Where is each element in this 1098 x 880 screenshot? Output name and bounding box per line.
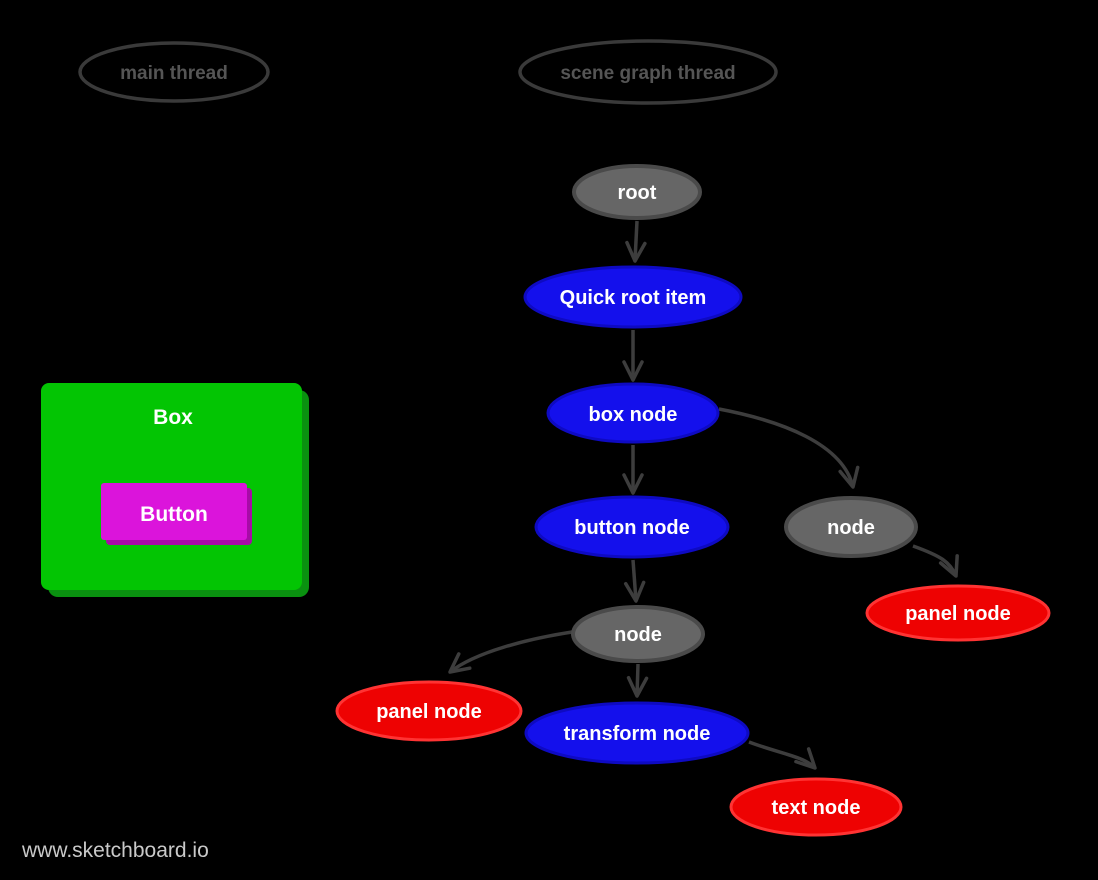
- box-group[interactable]: Box Button: [41, 383, 309, 597]
- node-right-shape[interactable]: [784, 496, 918, 558]
- node-quick-root-item[interactable]: Quick root item: [523, 265, 743, 329]
- button-rect[interactable]: [101, 483, 247, 540]
- node-root-label: root: [618, 182, 657, 204]
- node-right-label: node: [827, 517, 875, 539]
- button-label: Button: [140, 503, 208, 526]
- edge-nodecenter-panelleft[interactable]: [448, 630, 573, 674]
- thread-main-ellipse[interactable]: [78, 41, 270, 103]
- watermark: www.sketchboard.io: [21, 839, 209, 862]
- node-right[interactable]: node: [784, 496, 918, 558]
- node-box-node-label: box node: [589, 404, 678, 426]
- node-center-label: node: [614, 624, 662, 646]
- node-root[interactable]: root: [572, 164, 702, 220]
- edge-noderight-panelright[interactable]: [912, 544, 959, 578]
- node-button-node[interactable]: button node: [534, 495, 730, 559]
- node-box-node-shape[interactable]: [546, 382, 720, 444]
- node-panel-right-label: panel node: [905, 603, 1011, 625]
- edge-boxnode-noderight[interactable]: [718, 407, 860, 489]
- edge-nodecenter-transform[interactable]: [626, 663, 649, 698]
- node-button-node-shape[interactable]: [534, 495, 730, 559]
- thread-scene-graph[interactable]: scene graph thread: [518, 39, 778, 105]
- node-center[interactable]: node: [571, 605, 705, 663]
- edges: [448, 220, 959, 770]
- edge-buttonnode-nodecenter[interactable]: [623, 559, 646, 603]
- node-text-node-shape[interactable]: [729, 777, 903, 837]
- edge-root-quick[interactable]: [625, 220, 647, 263]
- node-transform[interactable]: transform node: [524, 701, 750, 765]
- node-panel-left-label: panel node: [376, 701, 482, 723]
- node-panel-left-shape[interactable]: [335, 680, 523, 742]
- thread-scene-graph-ellipse[interactable]: [518, 39, 778, 105]
- node-transform-label: transform node: [564, 723, 711, 745]
- node-center-shape[interactable]: [571, 605, 705, 663]
- box-label: Box: [153, 406, 193, 429]
- node-box-node[interactable]: box node: [546, 382, 720, 444]
- node-quick-root-item-shape[interactable]: [523, 265, 743, 329]
- node-transform-shape[interactable]: [524, 701, 750, 765]
- thread-scene-graph-label: scene graph thread: [560, 63, 735, 84]
- node-text-node-label: text node: [772, 797, 861, 819]
- thread-main[interactable]: main thread: [78, 41, 270, 103]
- node-root-shape[interactable]: [572, 164, 702, 220]
- node-panel-right-shape[interactable]: [865, 584, 1051, 642]
- thread-main-label: main thread: [120, 63, 228, 84]
- node-panel-left[interactable]: panel node: [335, 680, 523, 742]
- edge-transform-textnode[interactable]: [748, 740, 817, 770]
- node-quick-root-item-label: Quick root item: [560, 287, 707, 309]
- node-text-node[interactable]: text node: [729, 777, 903, 837]
- node-button-node-label: button node: [574, 517, 690, 539]
- node-panel-right[interactable]: panel node: [865, 584, 1051, 642]
